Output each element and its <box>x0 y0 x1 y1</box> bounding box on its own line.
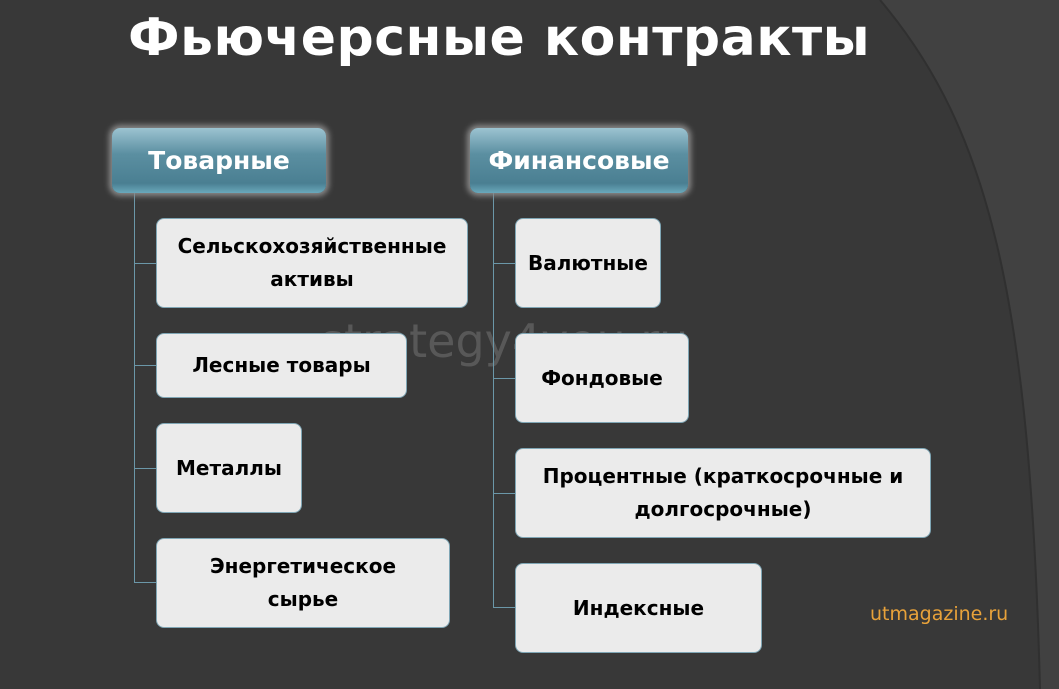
connector <box>134 263 156 264</box>
connector <box>134 468 156 469</box>
item-interest: Процентные (краткосрочные и долгосрочные… <box>515 448 931 538</box>
connector <box>493 493 515 494</box>
connector-line <box>134 193 135 582</box>
connector <box>493 263 515 264</box>
item-agricultural: Сельскохозяйственные активы <box>156 218 468 308</box>
category-header-commodity: Товарные <box>112 128 326 193</box>
connector <box>493 607 515 608</box>
connector-line <box>493 193 494 607</box>
connector <box>493 378 515 379</box>
item-metals: Металлы <box>156 423 302 513</box>
page-title: Фьючерсные контракты <box>128 8 871 68</box>
site-label: utmagazine.ru <box>870 603 1009 625</box>
item-forest: Лесные товары <box>156 333 407 398</box>
category-header-financial: Финансовые <box>470 128 688 193</box>
item-index: Индексные <box>515 563 762 653</box>
item-currency: Валютные <box>515 218 661 308</box>
connector <box>134 582 156 583</box>
connector <box>134 365 156 366</box>
item-energy: Энергетическое сырье <box>156 538 450 628</box>
item-stock: Фондовые <box>515 333 689 423</box>
